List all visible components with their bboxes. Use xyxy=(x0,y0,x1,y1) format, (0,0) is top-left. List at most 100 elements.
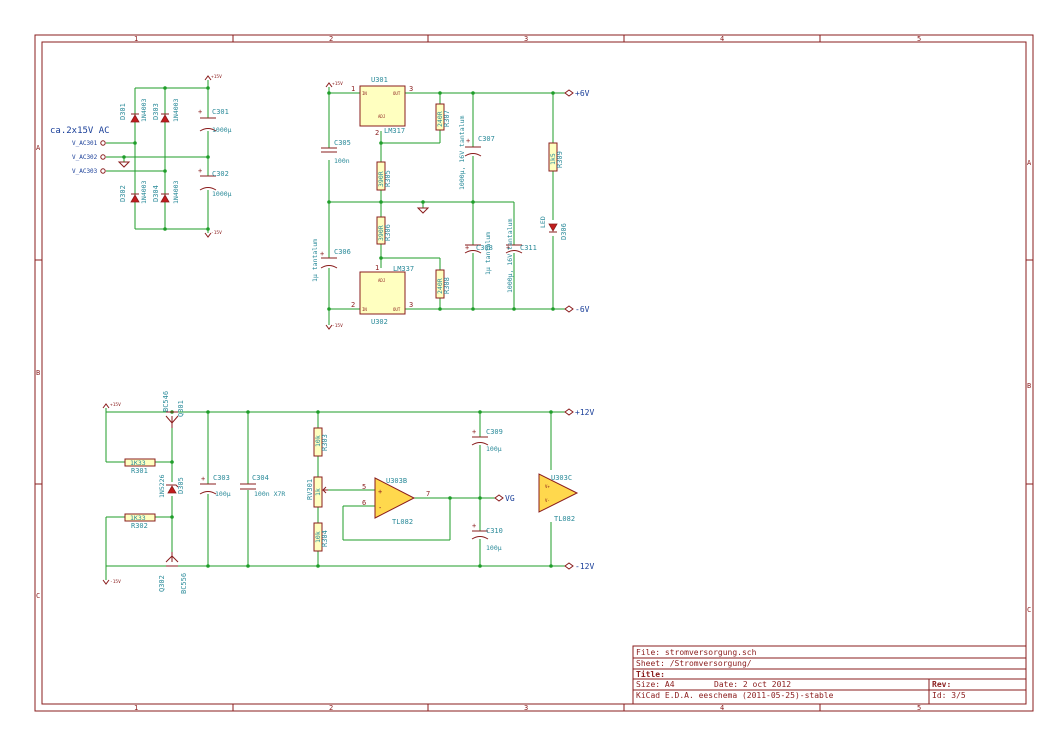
u303c-vminus-icon: V- xyxy=(545,498,550,503)
capacitor-c305 xyxy=(321,147,337,153)
power-m15-bottom: -15V xyxy=(110,579,121,585)
u302-pin-num-adj: 1 xyxy=(375,264,379,272)
label-flag-vg-icon xyxy=(494,494,504,502)
c310-ref: C310 xyxy=(486,527,503,535)
column-dividers xyxy=(35,35,1033,711)
column-label-top-4: 4 xyxy=(720,35,724,43)
ground-reg-icon xyxy=(416,202,430,214)
capacitor-c311: + xyxy=(505,244,523,254)
d301-ref: D301 xyxy=(119,103,127,120)
r306-ref: R306 xyxy=(384,224,392,241)
d306-ref: D306 xyxy=(560,223,568,240)
row-label-left-b: B xyxy=(36,369,40,377)
u303b-pin-minus: 6 xyxy=(362,499,366,507)
svg-text:+: + xyxy=(198,108,202,116)
regulator-junctions xyxy=(327,91,555,311)
r302-ref: R302 xyxy=(131,522,148,530)
capacitor-c307: + xyxy=(464,137,482,157)
c302-value: 1000µ xyxy=(212,190,232,198)
power-m15-bottom-icon xyxy=(102,579,110,585)
inner-frame xyxy=(41,41,1027,705)
rail-p6: +6V xyxy=(575,89,590,98)
c308-ref: C308 xyxy=(476,244,493,252)
r301-ref: R301 xyxy=(131,467,148,475)
r306-value: 390R xyxy=(377,225,385,241)
d304-value: 1N4003 xyxy=(172,180,180,204)
column-label-bottom-4: 4 xyxy=(720,704,724,712)
q301-value: BC546 xyxy=(162,391,170,412)
svg-text:+: + xyxy=(506,244,510,252)
u303b-pin-plus: 5 xyxy=(362,483,366,491)
q302-ref: Q302 xyxy=(158,575,166,592)
ground-icon xyxy=(117,157,131,168)
column-label-bottom-1: 1 xyxy=(134,704,138,712)
r308-value: 240R xyxy=(436,278,444,294)
resistor-r307 xyxy=(435,103,445,131)
title-block-id: Id: 3/5 xyxy=(932,691,966,700)
power-p15-bottom-icon xyxy=(102,403,110,412)
c304-ref: C304 xyxy=(252,474,269,482)
resistor-r308 xyxy=(435,269,445,299)
svg-text:+: + xyxy=(198,167,202,175)
zener-d305 xyxy=(166,484,179,494)
column-label-top-3: 3 xyxy=(524,35,528,43)
title-block-rev: Rev: xyxy=(932,680,951,689)
power-m15-rect: -15V xyxy=(211,230,222,236)
c309-ref: C309 xyxy=(486,428,503,436)
diode-d303 xyxy=(160,113,170,123)
q302-value: BC556 xyxy=(180,573,188,594)
diode-d304 xyxy=(160,193,170,203)
resistor-r306 xyxy=(376,216,386,245)
column-label-bottom-3: 3 xyxy=(524,704,528,712)
u302-ref: U302 xyxy=(371,318,388,326)
resistor-r305 xyxy=(376,161,386,191)
rail-m12: -12V xyxy=(575,562,594,571)
row-label-right-a: A xyxy=(1027,159,1032,167)
pot-wiper-arrow-icon xyxy=(321,486,328,494)
split-supply-junctions xyxy=(170,410,553,568)
capacitor-c306: + xyxy=(320,250,338,269)
column-label-top-1: 1 xyxy=(134,35,138,43)
d303-ref: D303 xyxy=(152,103,160,120)
c303-value: 100µ xyxy=(215,490,231,498)
transistor-q302 xyxy=(165,552,179,567)
r305-ref: R305 xyxy=(384,170,392,187)
capacitor-c301: + xyxy=(198,108,217,132)
u301-pin-out: OUT xyxy=(393,91,401,96)
rv301-ref: RV301 xyxy=(306,479,314,500)
title-block-sheet: Sheet: /Stromversorgung/ xyxy=(636,659,752,668)
c306-ref: C306 xyxy=(334,248,351,256)
u303c-value: TL082 xyxy=(554,515,575,523)
d305-ref: D305 xyxy=(177,477,185,494)
column-label-top-2: 2 xyxy=(329,35,333,43)
u301-pin-num-adj: 2 xyxy=(375,129,379,137)
u303b-plus-icon: + xyxy=(378,488,382,496)
svg-text:+: + xyxy=(320,250,324,258)
row-label-left-a: A xyxy=(36,144,41,152)
rail-p12: +12V xyxy=(575,408,594,417)
u303b-value: TL082 xyxy=(392,518,413,526)
u301-pin-num-in: 1 xyxy=(351,85,355,93)
resistor-r304 xyxy=(313,522,323,552)
title-block-date: Date: 2 oct 2012 xyxy=(714,680,791,689)
potentiometer-rv301 xyxy=(313,476,323,508)
label-flag-m12-icon xyxy=(564,562,574,570)
power-m15-reg-icon xyxy=(325,324,333,330)
u302-pin-out: OUT xyxy=(393,307,401,312)
rectifier-wires xyxy=(106,80,209,233)
c305-value: 100n xyxy=(334,157,350,165)
u301-pin-adj: ADJ xyxy=(378,114,385,119)
title-block-size: Size: A4 xyxy=(636,680,675,689)
label-flag-p6-icon xyxy=(564,89,574,97)
c307-value: 1000µ, 16V tantalum xyxy=(458,116,466,190)
r307-value: 240R xyxy=(436,111,444,127)
capacitor-c309: + xyxy=(471,428,489,446)
u302-pin-in: IN xyxy=(362,307,367,312)
resistor-r309 xyxy=(548,142,558,172)
regulator-u301 xyxy=(359,85,406,127)
rail-m6: -6V xyxy=(575,305,590,314)
capacitor-c302: + xyxy=(198,167,217,191)
c309-value: 100µ xyxy=(486,445,502,453)
u303b-minus-icon: - xyxy=(378,504,382,512)
q301-ref: Q301 xyxy=(177,400,185,417)
